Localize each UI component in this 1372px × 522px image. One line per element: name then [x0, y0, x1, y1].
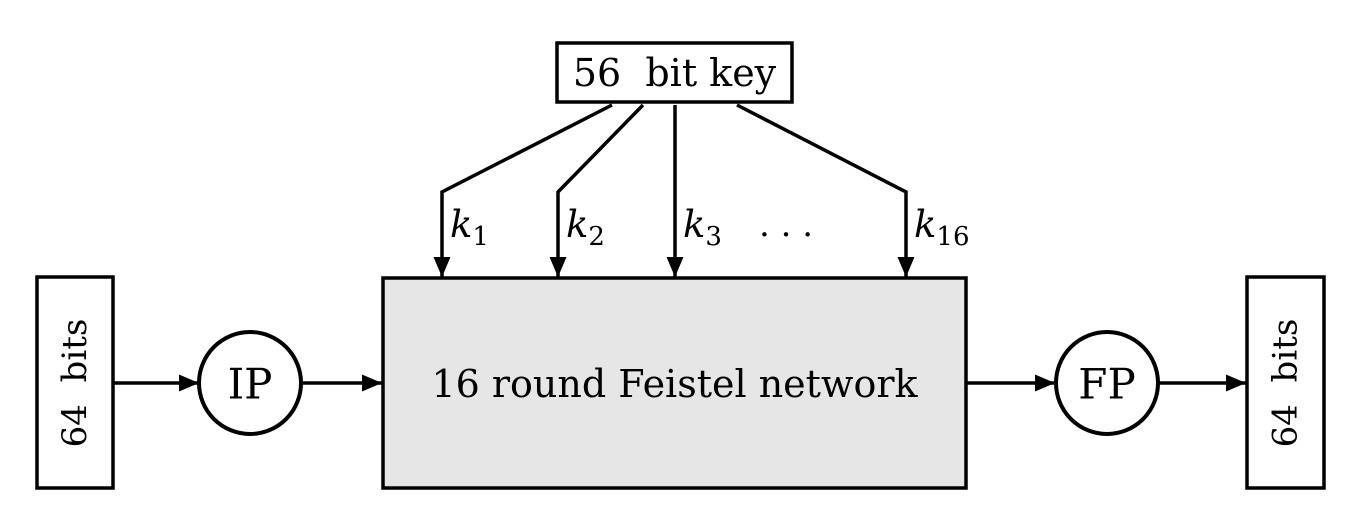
- subkey-arrow-k1: [433, 103, 613, 277]
- subkey-arrows: [433, 103, 915, 277]
- subkey-ellipsis: . . .: [759, 205, 813, 245]
- subkey-label-k3: k3: [683, 203, 722, 252]
- fp-circle-label: FP: [1078, 360, 1135, 409]
- feistel-box-label: 16 round Feistel network: [431, 362, 918, 406]
- output-bits-label: 64 bits: [1266, 319, 1306, 448]
- feistel-box: [381, 276, 968, 490]
- subkey-arrow-k16: [736, 103, 915, 277]
- subkey-arrow-k2: [549, 103, 645, 277]
- input-bits-label: 64 bits: [55, 319, 95, 448]
- subkey-label-k16: k16: [914, 203, 970, 252]
- subkey-label-k1: k1: [450, 203, 489, 252]
- key-box-label: 56 bit key: [573, 51, 777, 95]
- input-bits-box: [35, 275, 115, 490]
- subkey-label-k2: k2: [566, 203, 605, 252]
- output-bits-box: [1245, 275, 1326, 490]
- key-box: [555, 41, 794, 104]
- ip-circle-label: IP: [228, 360, 273, 409]
